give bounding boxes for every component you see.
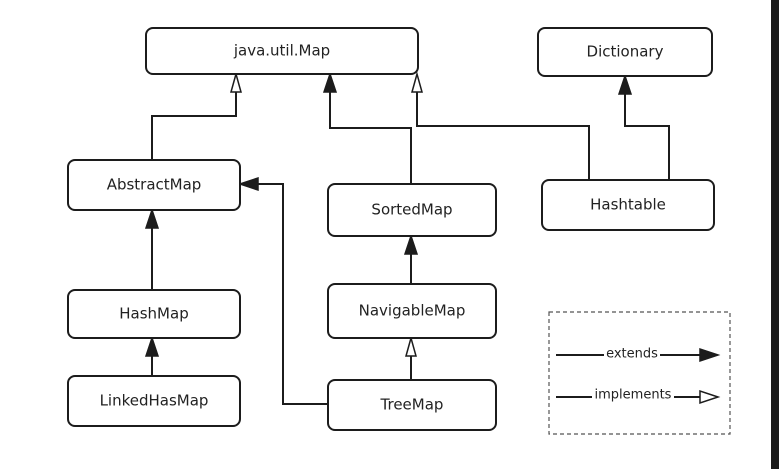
filled-arrowhead — [237, 176, 259, 192]
filled-arrowhead — [403, 233, 419, 255]
hollow-arrowhead — [230, 71, 242, 93]
node-box — [145, 27, 419, 75]
node-box — [67, 289, 241, 339]
node-box — [537, 27, 713, 77]
node-label: NavigableMap — [359, 302, 466, 320]
hollow-arrowhead — [405, 335, 417, 357]
node-label: TreeMap — [380, 396, 444, 414]
node-label: SortedMap — [371, 201, 452, 219]
node-dictionary: Dictionary — [537, 27, 713, 77]
hollow-arrowhead — [699, 389, 721, 405]
legend-extends-label: extends — [606, 347, 658, 362]
node-label: HashMap — [119, 305, 188, 323]
node-label: LinkedHasMap — [100, 392, 209, 410]
node-box — [327, 283, 497, 339]
filled-arrowhead — [144, 207, 160, 229]
legend-implements: implements — [556, 388, 721, 405]
node-box — [67, 375, 241, 427]
filled-arrowhead — [322, 71, 338, 93]
filled-arrowhead — [699, 347, 721, 363]
node-box — [327, 379, 497, 431]
node-label: Hashtable — [590, 196, 666, 214]
node-label: java.util.Map — [233, 42, 330, 60]
edge-treemap-abstractmap — [258, 183, 328, 405]
filled-arrowhead — [617, 73, 633, 95]
node-abstractmap: AbstractMap — [67, 159, 241, 211]
node-hashtable: Hashtable — [541, 179, 715, 231]
node-box — [67, 159, 241, 211]
node-java-util-map: java.util.Map — [145, 27, 419, 75]
node-linkedhasmap: LinkedHasMap — [67, 375, 241, 427]
legend-implements-label: implements — [595, 388, 672, 403]
edge-hashtable-map — [416, 92, 590, 180]
right-edge-bar — [771, 0, 779, 469]
legend-extends: extends — [556, 347, 721, 363]
node-label: Dictionary — [587, 43, 664, 61]
filled-arrowhead — [144, 335, 160, 357]
node-hashmap: HashMap — [67, 289, 241, 339]
node-treemap: TreeMap — [327, 379, 497, 431]
node-sortedmap: SortedMap — [327, 183, 497, 237]
node-navigablemap: NavigableMap — [327, 283, 497, 339]
node-label: AbstractMap — [107, 176, 202, 194]
edge-sortedmap-map — [329, 92, 412, 184]
legend: extends implements — [548, 311, 731, 435]
edge-abstractmap-map — [151, 92, 237, 160]
legend-box — [548, 311, 731, 435]
hollow-arrowhead — [411, 71, 423, 93]
edge-hashtable-dictionary — [624, 94, 670, 180]
node-box — [327, 183, 497, 237]
node-box — [541, 179, 715, 231]
